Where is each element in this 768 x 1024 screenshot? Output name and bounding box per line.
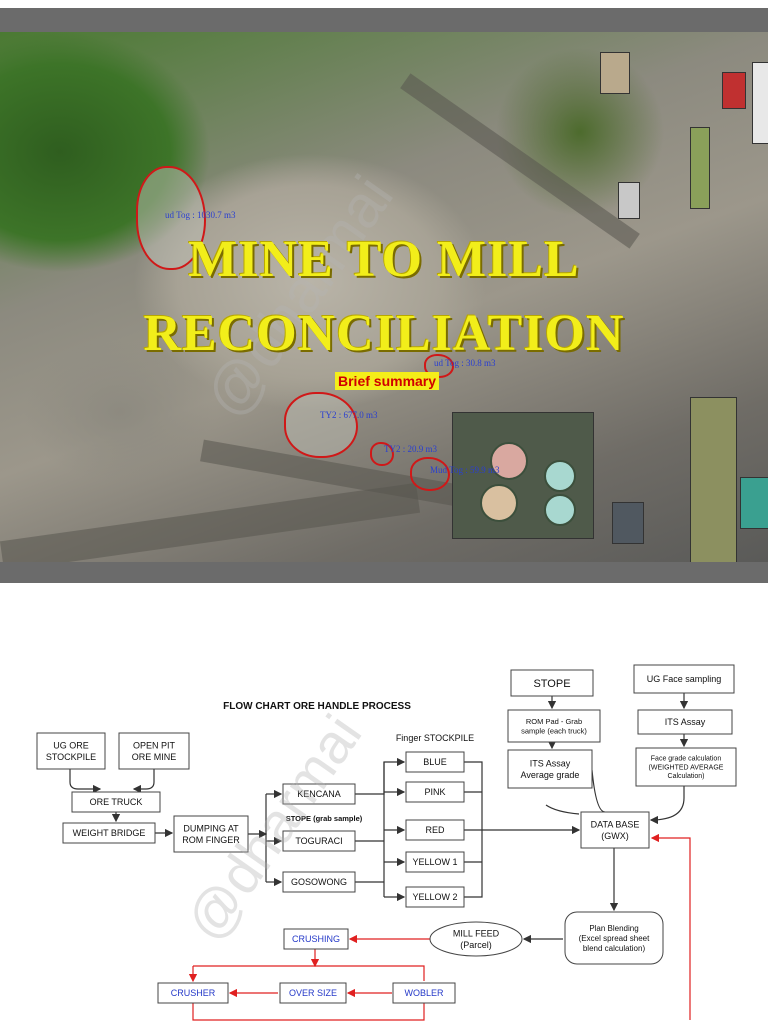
node-mill-feed: MILL FEED(Parcel) — [429, 921, 523, 957]
node-open-pit-text: ORE MINE — [132, 752, 177, 762]
node-ug-ore-text: UG ORE — [53, 741, 89, 751]
node-crusher: CRUSHER — [157, 982, 229, 1004]
stope-grab-sample-label: STOPE (grab sample) — [286, 814, 363, 823]
stockpile-label-4: TY2 : 20.9 m3 — [384, 444, 437, 454]
node-ug-ore-text: STOCKPILE — [46, 752, 96, 762]
node-mill-feed-text: (Parcel) — [460, 940, 492, 950]
node-red: RED — [405, 819, 465, 841]
black-connector-arrow — [545, 804, 580, 815]
slide-title-line-1: MINE TO MILL — [188, 231, 580, 288]
node-gosowong-text: GOSOWONG — [291, 877, 347, 887]
node-yellow1-text: YELLOW 1 — [412, 857, 457, 867]
node-face-grade-text: (WEIGHTED AVERAGE — [649, 764, 724, 771]
stockpile-label-5: Mud Tog : 59.9 m3 — [430, 465, 500, 475]
node-weight-bridge: WEIGHT BRIDGE — [62, 822, 156, 844]
black-connector-arrow — [591, 769, 606, 813]
node-kencana-text: KENCANA — [297, 789, 341, 799]
node-plan-blending-text: Plan Blending — [589, 924, 638, 933]
node-pink: PINK — [405, 781, 465, 803]
finger-stockpile-label: Finger STOCKPILE — [396, 733, 474, 743]
stockpile-label-3: TY2 : 677.0 m3 — [320, 410, 378, 420]
node-stope: STOPE — [510, 669, 594, 697]
node-ug-face-text: UG Face sampling — [647, 674, 722, 684]
node-kencana: KENCANA — [282, 783, 356, 805]
node-ore-truck-text: ORE TRUCK — [90, 797, 143, 807]
red-connector-arrow — [192, 1003, 425, 1021]
black-connector-arrow — [355, 757, 406, 795]
node-crushing-text: CRUSHING — [292, 934, 340, 944]
node-its-avg-text: ITS Assay — [530, 759, 571, 769]
red-connector-arrow — [650, 833, 691, 1020]
node-face-grade-text: Face grade calculation — [651, 756, 722, 763]
node-mill-feed-text: MILL FEED — [453, 929, 500, 939]
node-its-assay-text: ITS Assay — [665, 717, 706, 727]
aerial-mine-photo: ud Tog : 1030.7 m3 ud Tog : 30.8 m3 TY2 … — [0, 32, 768, 562]
black-connector-arrow — [69, 769, 102, 794]
node-red-text: RED — [425, 825, 445, 835]
node-toguraci-text: TOGURACI — [295, 836, 342, 846]
node-rom-pad-text: ROM Pad - Grab — [526, 717, 582, 726]
node-database-text: DATA BASE — [591, 820, 640, 830]
node-dumping-text: DUMPING AT — [183, 824, 239, 834]
stockpile-label-1: ud Tog : 1030.7 m3 — [165, 210, 236, 220]
node-weight-bridge-text: WEIGHT BRIDGE — [73, 828, 146, 838]
node-yellow2: YELLOW 2 — [405, 886, 465, 908]
node-wobler: WOBLER — [392, 982, 456, 1004]
node-gosowong: GOSOWONG — [282, 871, 356, 893]
node-open-pit-text: OPEN PIT — [133, 741, 176, 751]
node-its-avg-text: Average grade — [521, 770, 580, 780]
node-face-grade: Face grade calculation(WEIGHTED AVERAGE C… — [635, 747, 737, 787]
black-connector-arrow — [649, 786, 685, 825]
node-yellow2-text: YELLOW 2 — [412, 892, 457, 902]
node-toguraci: TOGURACI — [282, 830, 356, 852]
node-yellow1: YELLOW 1 — [405, 851, 465, 873]
node-stope-text: STOPE — [533, 678, 570, 690]
node-blue: BLUE — [405, 751, 465, 773]
node-plan-blending-text: blend calculation) — [583, 944, 646, 953]
node-wobler-text: WOBLER — [404, 988, 444, 998]
node-ore-truck: ORE TRUCK — [71, 791, 161, 813]
node-ug-face: UG Face sampling — [633, 664, 735, 694]
node-face-grade-text: Calculation) — [668, 773, 705, 780]
node-over-size-text: OVER SIZE — [289, 988, 337, 998]
brief-summary-label: Brief summary — [335, 372, 440, 390]
node-crushing: CRUSHING — [283, 928, 349, 950]
stockpile-label-2: ud Tog : 30.8 m3 — [434, 358, 496, 368]
node-its-assay: ITS Assay — [637, 709, 733, 735]
slide-title-line-2: RECONCILIATION — [143, 305, 625, 362]
black-connector-arrow — [132, 769, 155, 794]
node-dumping-text: ROM FINGER — [182, 835, 240, 845]
node-rom-pad-text: sample (each truck) — [521, 726, 587, 735]
node-pink-text: PINK — [424, 787, 445, 797]
node-database-text: (GWX) — [601, 831, 629, 841]
node-over-size: OVER SIZE — [279, 982, 347, 1004]
node-database: DATA BASE(GWX) — [580, 811, 650, 849]
red-connector-arrow — [193, 965, 425, 981]
node-blue-text: BLUE — [423, 757, 447, 767]
flowchart-title: FLOW CHART ORE HANDLE PROCESS — [223, 701, 411, 712]
title-slide: ud Tog : 1030.7 m3 ud Tog : 30.8 m3 TY2 … — [0, 8, 768, 583]
node-crusher-text: CRUSHER — [171, 988, 216, 998]
node-plan-blending-text: (Excel spread sheet — [579, 934, 650, 943]
